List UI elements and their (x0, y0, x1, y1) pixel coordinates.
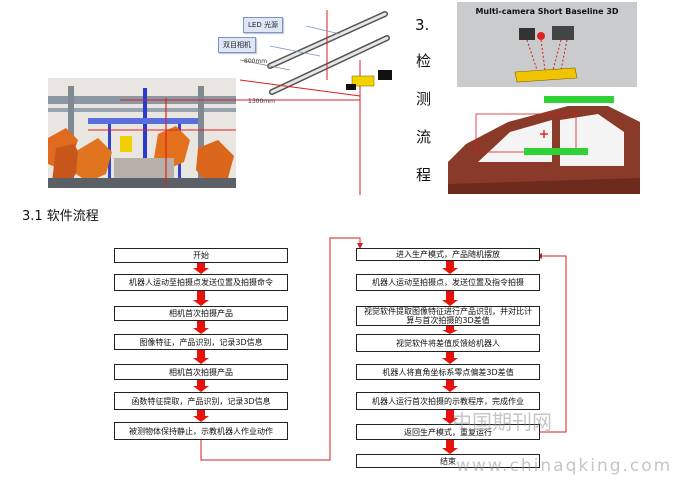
car-body-illustration (448, 92, 640, 194)
led-bar-lower (269, 35, 390, 95)
robot-cell-illustration (48, 78, 236, 188)
flow-step: 机器人将直角坐标系零点偏差3D差值 (356, 364, 540, 380)
robot-cell-photo (48, 78, 236, 188)
dimension-800mm: 800mm (244, 58, 268, 65)
multicam-image: Multi-camera Short Baseline 3D (457, 2, 637, 87)
section-char: 流 (416, 128, 432, 146)
flow-step: 返回生产模式，重复运行 (356, 424, 540, 440)
flow-step: 图像特征，产品识别，记录3D信息 (114, 334, 288, 350)
flow-step: 函数特征提取，产品识别，记录3D信息 (114, 392, 288, 410)
section-char: 测 (416, 90, 432, 108)
section-char: 检 (416, 52, 432, 70)
flow-step-start: 开始 (114, 248, 288, 263)
flow-step: 机器人运动至拍摄点发送位置及拍摄命令 (114, 274, 288, 291)
flow-step: 视觉软件提取图像特征进行产品识别，并对比计算与首次拍摄的3D差值 (356, 306, 540, 326)
flow-step: 机器人运行首次拍摄的示教程序，完成作业 (356, 392, 540, 410)
flow-step: 相机首次拍摄产品 (114, 306, 288, 321)
dimension-line (239, 79, 361, 97)
section-heading: 3.1 软件流程 (22, 209, 99, 224)
callout-stereo-camera: 双目相机 (218, 37, 256, 53)
flow-step: 被测物体保持静止，示教机器人作业动作 (114, 422, 288, 440)
flow-step: 进入生产模式，产品随机摆放 (356, 248, 540, 261)
flow-step: 机器人运动至拍摄点，发送位置及指令拍摄 (356, 274, 540, 291)
dimension-1300mm: 1300mm (248, 98, 275, 105)
watermark-site-name: 中国期刊网 (452, 410, 552, 434)
section-number: 3. (415, 16, 430, 34)
car-body-image (448, 92, 640, 194)
stereo-camera-icon (346, 70, 392, 90)
multicam-illustration (514, 26, 578, 83)
multicam-title: Multi-camera Short Baseline 3D (475, 7, 619, 16)
watermark-url: www.chinaqking.com (456, 456, 673, 476)
flow-step: 视觉软件将差值反馈给机器人 (356, 334, 540, 352)
led-bar-upper (267, 11, 388, 69)
flow-step-end: 结束 (356, 454, 540, 468)
flow-step: 相机首次拍摄产品 (114, 364, 288, 380)
callout-led-light: LED 光源 (243, 17, 283, 33)
section-char: 程 (416, 166, 432, 184)
